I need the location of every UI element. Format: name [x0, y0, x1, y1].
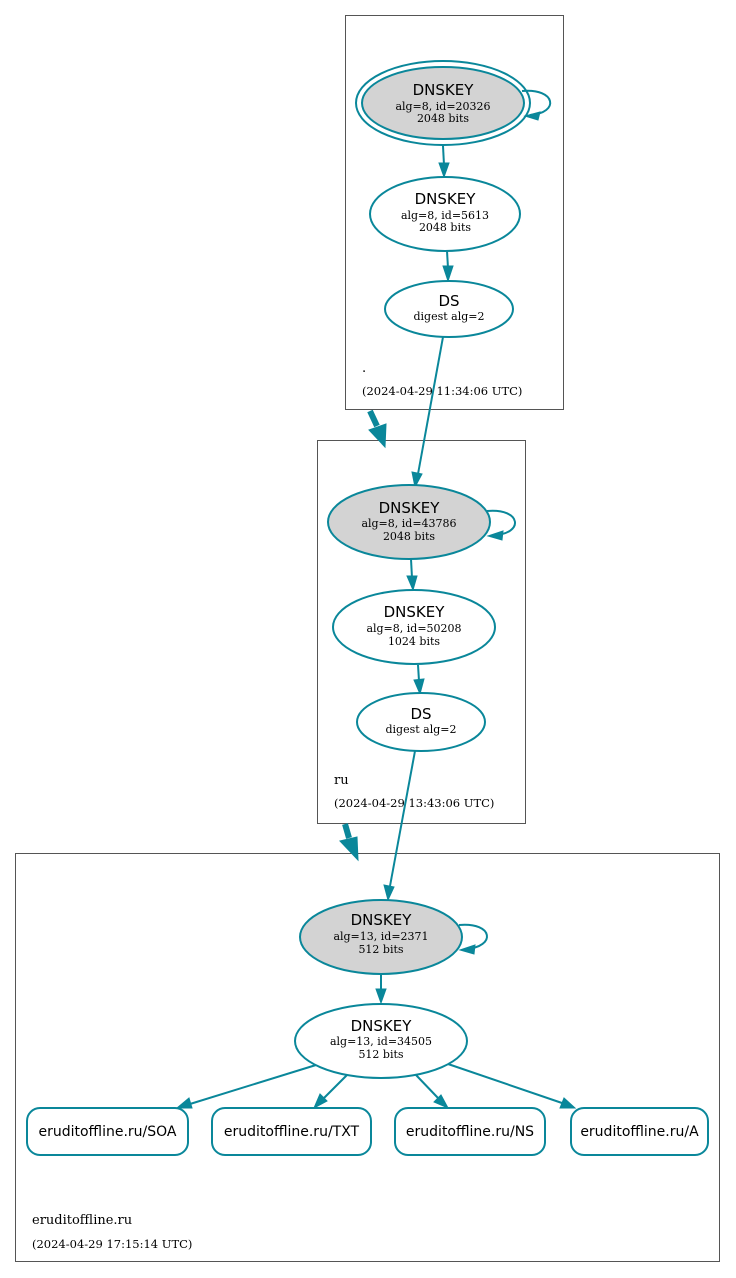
node-title: DNSKEY [379, 499, 441, 517]
edge-zsk-to-a [447, 1063, 577, 1109]
dnskey-node-root-ksk[interactable]: DNSKEY alg=8, id=20326 2048 bits [355, 60, 531, 146]
node-key-info: alg=8, id=50208 [366, 622, 461, 635]
edge-root-ds-to-ru-ksk [411, 336, 444, 489]
rrset-node-ns[interactable]: eruditoffline.ru/NS [394, 1107, 546, 1156]
zone-name-root: . [362, 361, 366, 376]
node-key-size: 1024 bits [388, 635, 440, 648]
ds-node-root[interactable]: DS digest alg=2 [384, 280, 514, 338]
delegation-arrow-root-to-ru [367, 409, 387, 449]
node-title: DNSKEY [384, 603, 446, 621]
node-title: DS [438, 292, 459, 310]
zone-timestamp-eruditoffline: (2024-04-29 17:15:14 UTC) [32, 1237, 192, 1251]
node-title: DNSKEY [351, 911, 413, 929]
node-key-size: 512 bits [358, 1048, 403, 1061]
self-loop-root-ksk [521, 89, 551, 121]
delegation-arrow-ru-to-eruditoffline [339, 823, 359, 862]
node-key-info: alg=8, id=5613 [401, 209, 489, 222]
rrset-node-txt[interactable]: eruditoffline.ru/TXT [211, 1107, 372, 1156]
node-key-info: alg=8, id=20326 [395, 100, 490, 113]
edge-ru-zsk-to-ds [413, 664, 425, 696]
zone-name-eruditoffline: eruditoffline.ru [32, 1213, 132, 1228]
rrset-label: eruditoffline.ru/TXT [224, 1124, 360, 1140]
edge-zsk-to-ns [415, 1074, 450, 1110]
edge-zsk-to-txt [312, 1074, 348, 1110]
rrset-label: eruditoffline.ru/NS [406, 1124, 534, 1140]
node-key-info: alg=13, id=34505 [330, 1035, 432, 1048]
zone-timestamp-ru: (2024-04-29 13:43:06 UTC) [334, 796, 494, 810]
edge-root-ksk-to-zsk [438, 145, 450, 179]
node-key-size: 2048 bits [419, 221, 471, 234]
dnskey-node-eruditoffline-zsk[interactable]: DNSKEY alg=13, id=34505 512 bits [294, 1003, 468, 1079]
ds-node-ru[interactable]: DS digest alg=2 [356, 692, 486, 752]
edge-root-zsk-to-ds [442, 250, 454, 283]
node-key-info: alg=8, id=43786 [361, 517, 456, 530]
node-key-size: 512 bits [358, 943, 403, 956]
node-title: DNSKEY [413, 81, 475, 99]
node-title: DNSKEY [415, 190, 477, 208]
dnskey-node-eruditoffline-ksk[interactable]: DNSKEY alg=13, id=2371 512 bits [299, 899, 463, 975]
rrset-label: eruditoffline.ru/SOA [38, 1124, 176, 1140]
rrset-node-soa[interactable]: eruditoffline.ru/SOA [26, 1107, 189, 1156]
self-loop-eruditoffline-ksk [458, 923, 488, 955]
edge-ru-ksk-to-zsk [406, 558, 418, 592]
node-title: DS [410, 705, 431, 723]
edge-eruditoffline-ksk-to-zsk [375, 974, 387, 1005]
zone-timestamp-root: (2024-04-29 11:34:06 UTC) [362, 384, 522, 398]
node-key-size: 2048 bits [417, 112, 469, 125]
rrset-label: eruditoffline.ru/A [580, 1124, 699, 1140]
node-digest-info: digest alg=2 [413, 310, 484, 323]
node-title: DNSKEY [351, 1017, 413, 1035]
zone-name-ru: ru [334, 773, 349, 788]
node-key-size: 2048 bits [383, 530, 435, 543]
edge-ru-ds-to-eruditoffline-ksk [383, 750, 416, 902]
dnskey-node-root-zsk[interactable]: DNSKEY alg=8, id=5613 2048 bits [369, 176, 521, 252]
node-digest-info: digest alg=2 [385, 723, 456, 736]
dnskey-node-ru-zsk[interactable]: DNSKEY alg=8, id=50208 1024 bits [332, 589, 496, 665]
rrset-node-a[interactable]: eruditoffline.ru/A [570, 1107, 709, 1156]
dnskey-node-ru-ksk[interactable]: DNSKEY alg=8, id=43786 2048 bits [327, 484, 491, 560]
edge-zsk-to-soa [175, 1064, 317, 1109]
self-loop-ru-ksk [486, 509, 516, 541]
node-key-info: alg=13, id=2371 [333, 930, 428, 943]
